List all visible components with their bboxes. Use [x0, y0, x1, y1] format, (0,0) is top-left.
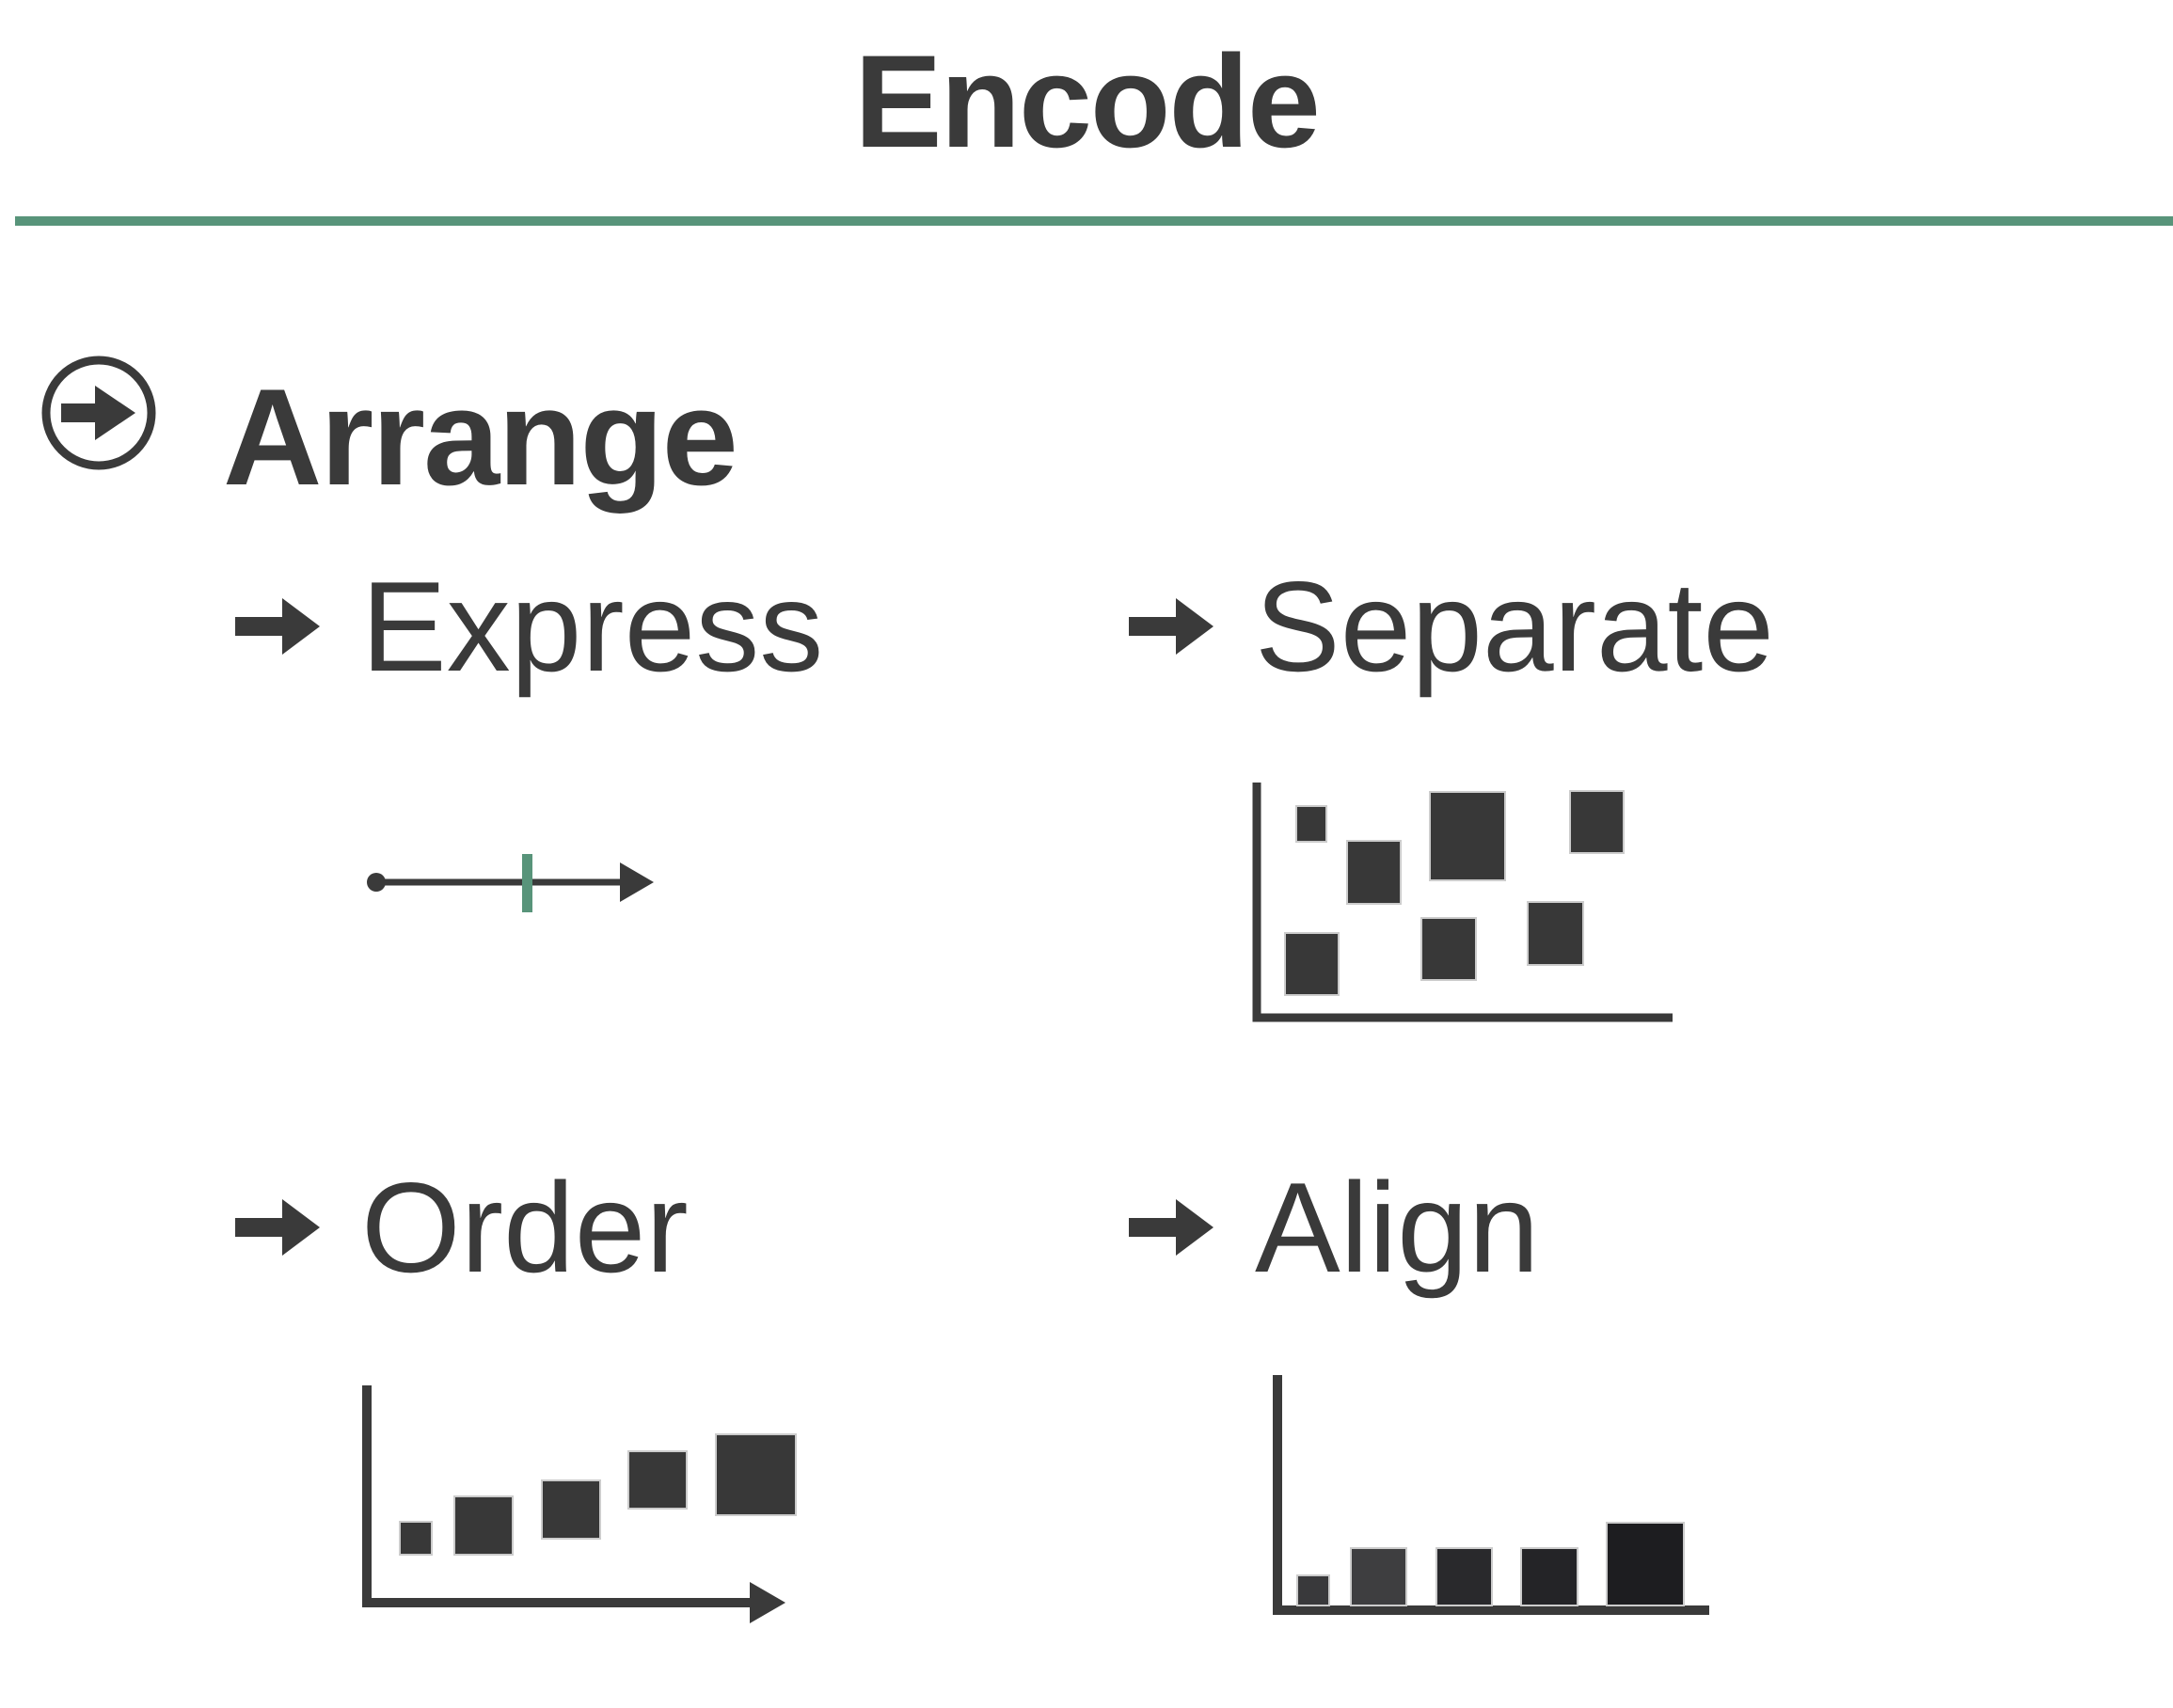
express-label-text: Express: [361, 555, 824, 698]
align-diagram: [1273, 1375, 1709, 1615]
align-label: Align: [1129, 1163, 1539, 1291]
order-label-text: Order: [361, 1156, 689, 1299]
express-diagram: [367, 854, 654, 912]
separate-label: Separate: [1129, 562, 1774, 690]
order-label: Order: [235, 1163, 689, 1291]
right-arrow-icon: [1129, 593, 1213, 660]
separate-label-text: Separate: [1255, 555, 1774, 698]
right-arrow-icon: [1129, 1194, 1213, 1261]
page-title: Encode: [854, 27, 1321, 175]
order-diagram: [362, 1385, 797, 1623]
separate-diagram: [1252, 783, 1673, 1022]
circled-right-arrow-icon: [40, 355, 157, 471]
align-label-text: Align: [1255, 1156, 1540, 1299]
right-arrow-icon: [235, 1194, 320, 1261]
right-arrow-icon: [235, 593, 320, 660]
arrange-label: Arrange: [223, 360, 738, 514]
title-underline: [15, 216, 2173, 226]
express-label: Express: [235, 562, 823, 690]
